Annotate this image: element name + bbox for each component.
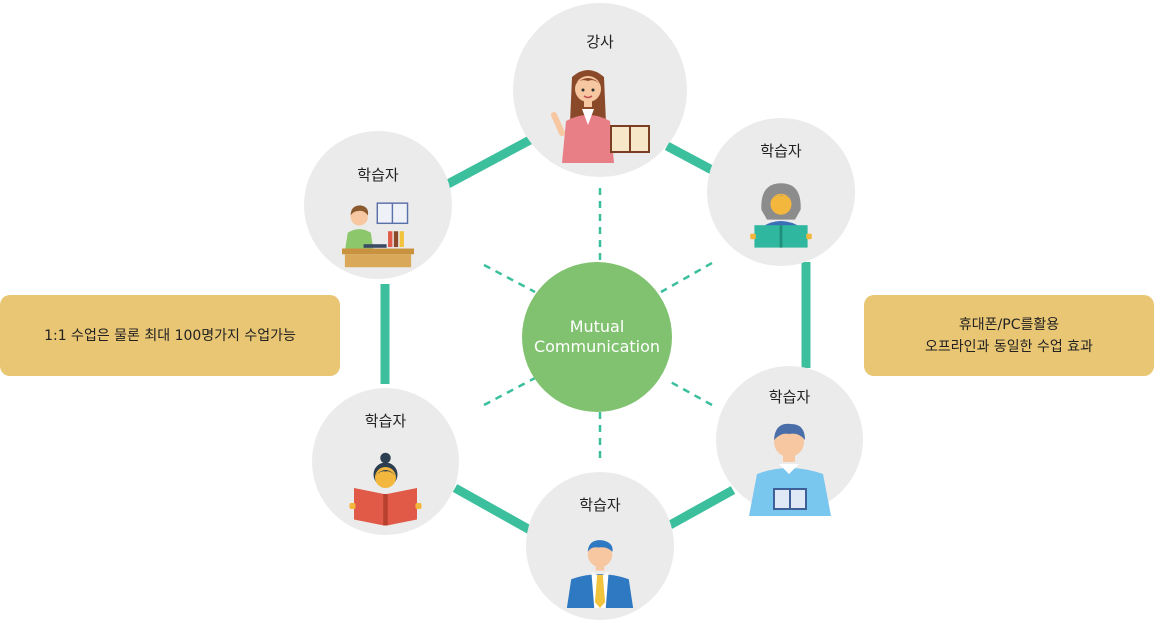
center-hub: Mutual Communication: [522, 262, 672, 412]
spoke-upper-left: [483, 263, 536, 294]
node-label: 학습자: [364, 412, 407, 430]
center-line-1: Mutual: [569, 317, 625, 336]
note-right-line-2: 오프라인과 동일한 수업 효과: [925, 338, 1093, 355]
spoke-lower-right: [666, 378, 713, 407]
spoke-lower-left: [483, 376, 536, 407]
center-line-2: Communication: [533, 337, 661, 356]
note-right-line-1: 휴대폰/PC를활용: [958, 316, 1060, 333]
node-learner-left: 학습자: [312, 388, 459, 535]
note-left: 1:1 수업은 물론 최대 100명가지 수업가능: [0, 295, 340, 376]
node-label: 학습자: [760, 142, 802, 160]
ring-line-teacher-topleft: [443, 136, 533, 189]
node-label: 학습자: [768, 388, 811, 406]
node-learner-right: 학습자: [716, 366, 863, 516]
teacher-reading-icon: [551, 70, 650, 163]
node-label: 학습자: [357, 166, 399, 184]
spoke-upper-right: [660, 261, 713, 294]
node-label: 강사: [586, 33, 614, 51]
node-label: 학습자: [579, 496, 621, 514]
note-left-text: 1:1 수업은 물론 최대 100명가지 수업가능: [44, 327, 296, 344]
ring-line-bottom-left: [452, 484, 533, 534]
ring-line-teacher-topright: [664, 142, 715, 174]
student-desk-icon: [342, 202, 414, 268]
node-learner-top-left: 학습자: [304, 131, 452, 279]
businessman-icon: [566, 540, 634, 608]
man-reading-icon: [749, 423, 831, 516]
note-right: 휴대폰/PC를활용 오프라인과 동일한 수업 효과: [864, 295, 1154, 376]
node-learner-top-right: 학습자: [707, 118, 855, 266]
ring-line-right-bottom: [667, 486, 736, 529]
node-teacher: 강사: [513, 3, 687, 177]
woman-reading-icon: [750, 183, 812, 248]
girl-reading-icon: [349, 452, 422, 526]
node-learner-bottom: 학습자: [526, 472, 674, 620]
